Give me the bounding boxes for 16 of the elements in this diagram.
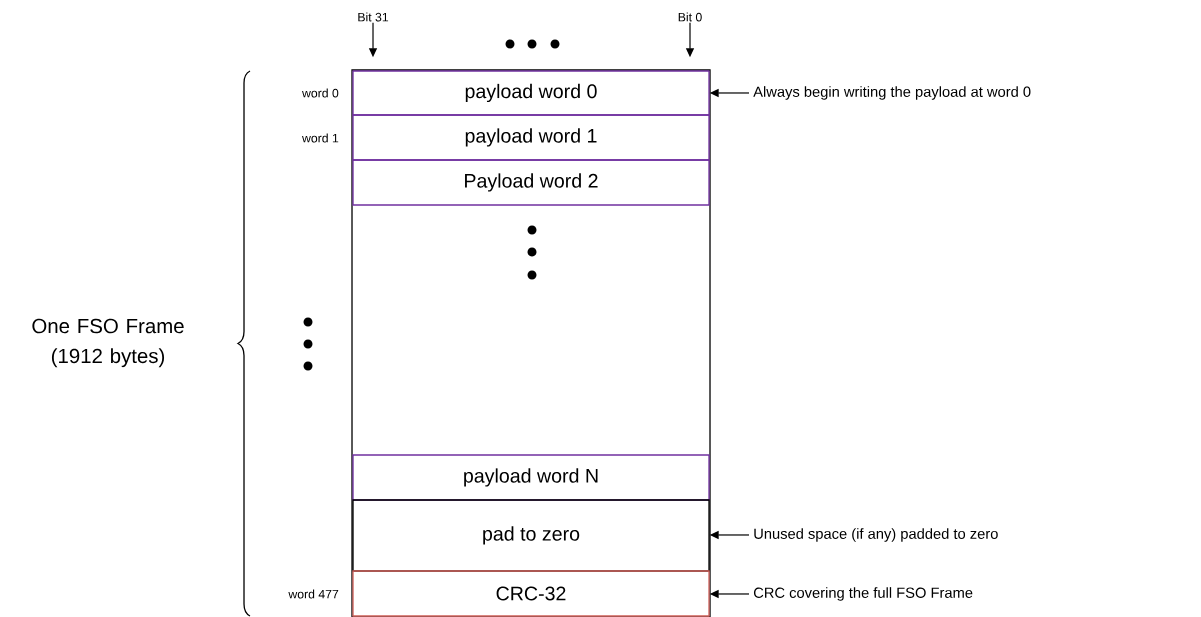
word-box: pad to zero [352, 499, 710, 572]
side-label: One FSO Frame (1912 bytes) [32, 318, 184, 368]
side-label: word 477 [288, 589, 339, 599]
side-label: word 1 [302, 133, 339, 143]
word-box: CRC-32 [352, 570, 710, 617]
frame-box [351, 69, 711, 617]
word-box: payload word 1 [352, 114, 710, 161]
word-box: payload word 0 [352, 70, 710, 116]
annotation-text: Unused space (if any) padded to zero [754, 528, 998, 542]
side-label: word 0 [302, 88, 339, 98]
annotation-text: Bit 31 [358, 12, 389, 22]
annotation-text: CRC covering the full FSO Frame [753, 587, 973, 601]
annotation-text: Bit 0 [678, 12, 702, 22]
annotation-text: Always begin writing the payload at word 0 [753, 86, 1031, 100]
word-box: payload word N [352, 454, 710, 501]
word-box: Payload word 2 [352, 159, 710, 206]
